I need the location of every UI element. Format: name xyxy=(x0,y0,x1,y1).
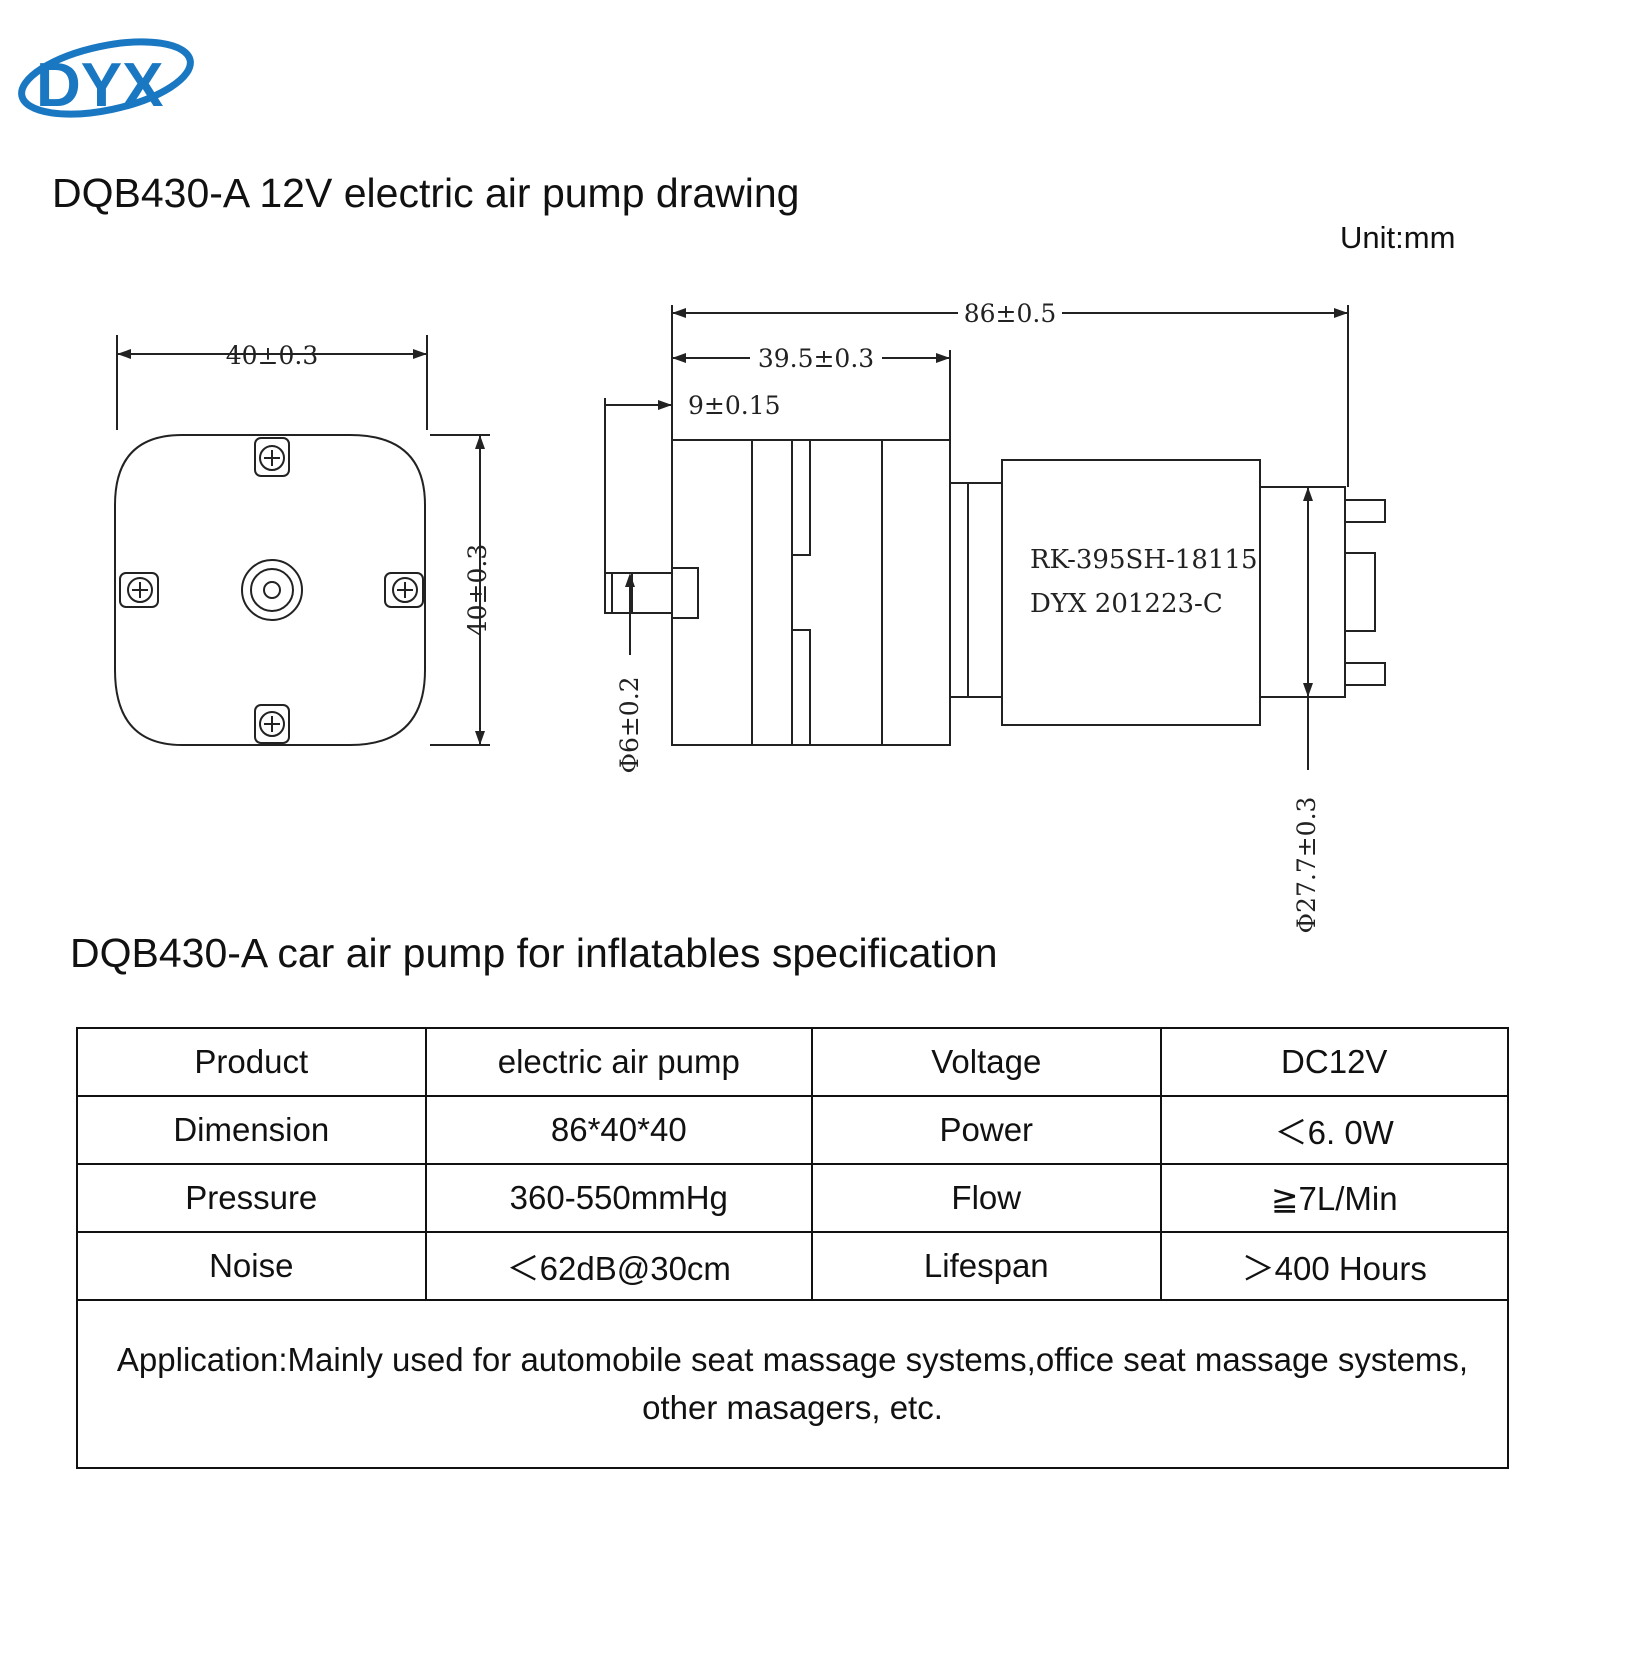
drawing-title: DQB430-A 12V electric air pump drawing xyxy=(52,170,800,216)
unit-label: Unit:mm xyxy=(1340,220,1456,255)
spec-label-power: Power xyxy=(811,1095,1162,1165)
screw-bottom xyxy=(254,704,290,744)
spec-value-noise: ＜62dB@30cm xyxy=(424,1231,814,1301)
table-row: Pressure 360-550mmHg Flow ≧7L/Min xyxy=(76,1163,1509,1233)
svg-text:DYX: DYX xyxy=(36,51,163,120)
spec-value-lifespan: ＞400 Hours xyxy=(1159,1231,1509,1301)
screw-left xyxy=(119,572,159,608)
spec-value-voltage: DC12V xyxy=(1159,1027,1509,1097)
spec-label-product: Product xyxy=(76,1027,427,1097)
dim-pump-head-length: 39.5±0.3 xyxy=(758,344,874,373)
motor-model-label: RK-395SH-18115 xyxy=(1030,545,1258,575)
screw-top xyxy=(254,437,290,477)
spec-title: DQB430-A car air pump for inflatables sp… xyxy=(70,930,998,976)
dim-front-width: 40±0.3 xyxy=(226,341,319,370)
spec-value-power: ＜6. 0W xyxy=(1159,1095,1509,1165)
dim-motor-diameter: Φ27.7±0.3 xyxy=(1292,797,1321,934)
spec-value-dimension: 86*40*40 xyxy=(424,1095,814,1165)
table-row: Application:Mainly used for automobile s… xyxy=(76,1299,1509,1469)
application-text: Application:Mainly used for automobile s… xyxy=(76,1299,1509,1469)
spec-label-lifespan: Lifespan xyxy=(811,1231,1162,1301)
table-row: Dimension 86*40*40 Power ＜6. 0W xyxy=(76,1095,1509,1165)
dim-total-length: 86±0.5 xyxy=(964,299,1057,328)
spec-table: Product electric air pump Voltage DC12V … xyxy=(76,1027,1509,1469)
spec-label-pressure: Pressure xyxy=(76,1163,427,1233)
spec-label-flow: Flow xyxy=(811,1163,1162,1233)
front-view xyxy=(114,335,490,746)
motor-code-label: DYX 201223-C xyxy=(1030,589,1223,619)
dim-nozzle-length: 9±0.15 xyxy=(688,391,781,420)
table-row: Noise ＜62dB@30cm Lifespan ＞400 Hours xyxy=(76,1231,1509,1301)
spec-label-voltage: Voltage xyxy=(811,1027,1162,1097)
dim-nozzle-diameter: Φ6±0.2 xyxy=(615,676,644,773)
spec-label-noise: Noise xyxy=(76,1231,427,1301)
dim-front-height: 40±0.3 xyxy=(463,544,492,637)
technical-drawing: 40±0.3 40±0.3 86±0.5 39.5±0.3 9±0.15 Φ6±… xyxy=(114,299,1386,934)
spec-value-pressure: 360-550mmHg xyxy=(424,1163,814,1233)
spec-value-flow: ≧7L/Min xyxy=(1159,1163,1509,1233)
table-row: Product electric air pump Voltage DC12V xyxy=(76,1027,1509,1097)
spec-value-product: electric air pump xyxy=(424,1027,814,1097)
spec-label-dimension: Dimension xyxy=(76,1095,427,1165)
dyx-logo: DYX xyxy=(18,38,194,120)
screw-right xyxy=(384,572,424,608)
side-view xyxy=(604,305,1386,770)
